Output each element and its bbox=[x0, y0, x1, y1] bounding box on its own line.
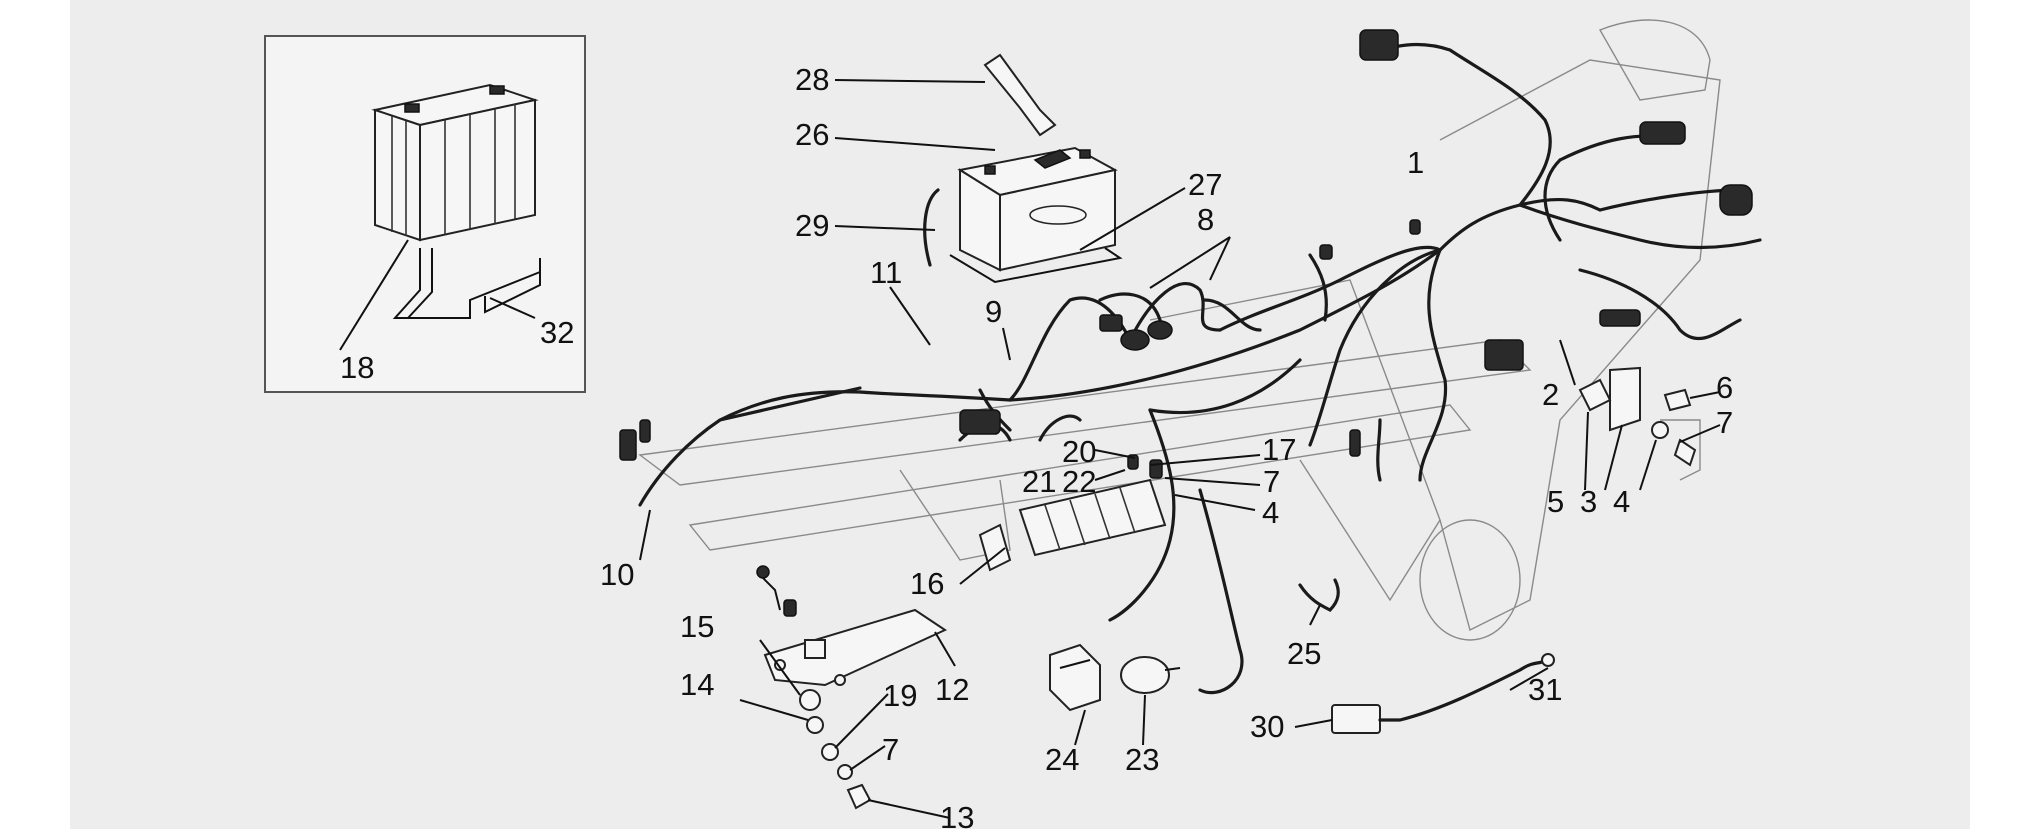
callout-1: 1 bbox=[1407, 145, 1424, 180]
relay-24-illustration bbox=[1049, 643, 1101, 712]
battery-illustration bbox=[949, 146, 1123, 284]
callout-10: 10 bbox=[600, 557, 634, 592]
leader-18 bbox=[339, 239, 409, 351]
callout-8: 8 bbox=[1197, 202, 1214, 237]
callout-32: 32 bbox=[540, 315, 574, 350]
callout-31: 31 bbox=[1528, 672, 1562, 707]
callout-29: 29 bbox=[795, 208, 829, 243]
callout-15: 15 bbox=[680, 609, 714, 644]
wiring-harness bbox=[638, 43, 1762, 695]
vent-hose-illustration bbox=[923, 188, 940, 267]
callout-21: 21 bbox=[1022, 464, 1056, 499]
callout-16: 16 bbox=[910, 566, 944, 601]
harness-connectors bbox=[619, 29, 1753, 461]
ground-cable-illustration bbox=[1331, 653, 1555, 734]
mounting-bracket-illustration bbox=[1578, 366, 1697, 467]
callout-2: 2 bbox=[1542, 377, 1559, 412]
callout-11: 11 bbox=[870, 255, 902, 290]
callout-22: 22 bbox=[1062, 464, 1096, 499]
callout-6: 6 bbox=[1716, 370, 1733, 405]
inset-box bbox=[264, 35, 586, 393]
callout-24: 24 bbox=[1045, 742, 1079, 777]
callout-19: 19 bbox=[883, 678, 917, 713]
callout-20: 20 bbox=[1062, 434, 1096, 469]
relay-23-illustration bbox=[1120, 656, 1181, 694]
leader-32 bbox=[489, 297, 536, 319]
battery-bracket-illustration bbox=[392, 248, 541, 319]
spare-battery-illustration bbox=[371, 83, 539, 242]
callout-13: 13 bbox=[940, 800, 974, 829]
callout-26: 26 bbox=[795, 117, 829, 152]
callout-18: 18 bbox=[340, 350, 374, 385]
battery-strap-illustration bbox=[983, 53, 1057, 137]
callout-30: 30 bbox=[1250, 709, 1284, 744]
plate-fasteners bbox=[799, 689, 872, 810]
callout-labels: 1 2 3 4 4 5 6 7 7 7 8 9 10 11 12 13 14 1… bbox=[340, 62, 1733, 829]
clip-25-illustration bbox=[1298, 578, 1340, 612]
callout-3: 3 bbox=[1580, 484, 1597, 519]
callout-9: 9 bbox=[985, 294, 1002, 329]
callout-7c: 7 bbox=[882, 732, 899, 767]
callout-7a: 7 bbox=[1263, 464, 1280, 499]
fuse-box-illustration bbox=[1018, 454, 1167, 557]
callout-25: 25 bbox=[1287, 636, 1321, 671]
callout-5: 5 bbox=[1547, 484, 1564, 519]
leader-lines bbox=[639, 79, 1721, 819]
callout-14: 14 bbox=[680, 667, 714, 702]
fuse-plate-illustration bbox=[978, 523, 1012, 572]
callout-4a: 4 bbox=[1262, 495, 1279, 530]
frame-outline bbox=[638, 19, 1721, 641]
callout-7b: 7 bbox=[1716, 405, 1733, 440]
regulator-plate-illustration bbox=[756, 565, 948, 687]
callout-27: 27 bbox=[1188, 167, 1222, 202]
callout-23: 23 bbox=[1125, 742, 1159, 777]
callout-17: 17 bbox=[1262, 432, 1296, 467]
callout-4b: 4 bbox=[1613, 484, 1630, 519]
callout-12: 12 bbox=[935, 672, 969, 707]
callout-28: 28 bbox=[795, 62, 829, 97]
